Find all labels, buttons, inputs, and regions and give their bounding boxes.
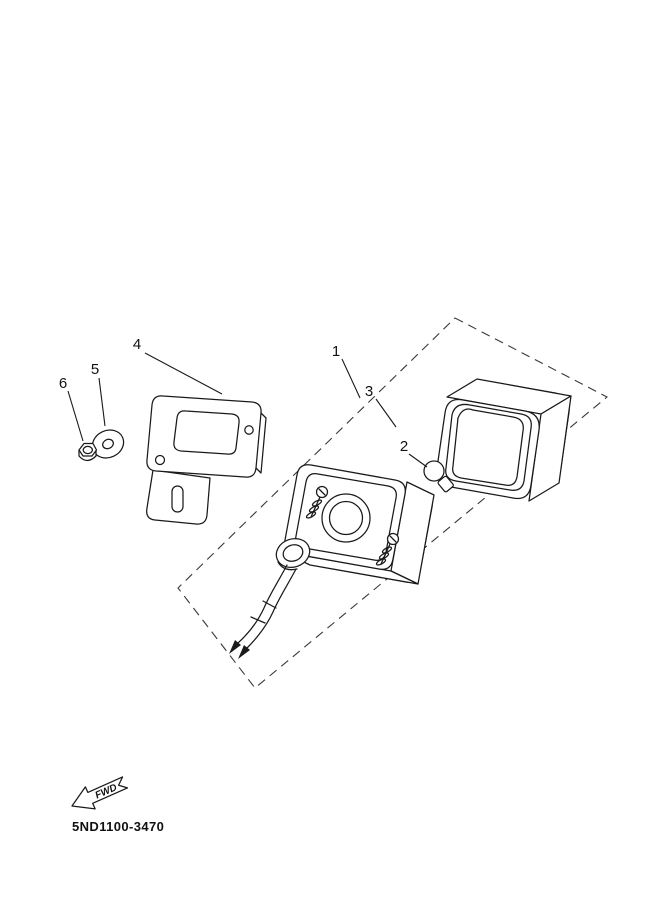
bracket-lower-flange — [146, 469, 211, 525]
bulb — [423, 460, 454, 493]
leader-lines — [67, 352, 428, 468]
screw-spring-coil — [378, 552, 390, 560]
washer-hole — [102, 438, 114, 450]
callout-2: 2 — [400, 438, 408, 455]
mounting-bracket — [146, 395, 267, 525]
callout-4: 4 — [133, 336, 141, 353]
housing-rim-outer — [284, 464, 406, 570]
nut-hole — [82, 445, 94, 455]
wire-tape-band — [262, 600, 277, 609]
part-code-text: 5ND1100-3470 — [72, 819, 164, 834]
bracket-cutout — [173, 410, 240, 455]
callout-3: 3 — [365, 383, 373, 400]
lens-front-rim-outer — [436, 398, 540, 500]
housing-screw-2 — [375, 532, 400, 566]
leader-2 — [408, 453, 428, 468]
fwd-arrow: FWD — [71, 776, 129, 810]
bracket-hole-right — [244, 425, 254, 435]
leader-3 — [375, 398, 397, 428]
leader-5 — [98, 377, 106, 427]
housing-rim-inner — [295, 473, 397, 561]
bulb-socket-and-wiring — [229, 537, 311, 659]
callout-6: 6 — [59, 375, 67, 392]
screw-spring-coil — [375, 558, 387, 566]
screw-spring-coil — [308, 505, 320, 513]
lens-unit — [436, 378, 572, 502]
callout-numbers: 1 2 3 4 5 6 — [59, 336, 408, 455]
fwd-arrow-label: FWD — [94, 782, 119, 801]
leader-1 — [341, 358, 361, 399]
nut-top — [78, 442, 98, 457]
wire-1 — [237, 564, 288, 644]
lens-face-line — [452, 408, 524, 486]
wire-terminal-2 — [238, 645, 250, 659]
leader-4 — [144, 352, 223, 395]
lens-front-rim-inner — [445, 403, 532, 491]
taillight-housing — [282, 464, 435, 585]
screw-spring-coil — [381, 546, 393, 554]
callout-1: 1 — [332, 343, 340, 360]
socket-flange — [275, 537, 311, 569]
wire-tape-band — [250, 616, 266, 624]
wire-terminal-1 — [229, 640, 241, 654]
housing-bulb-hole-outer — [321, 493, 371, 543]
callout-5: 5 — [91, 361, 99, 378]
screw-spring-coil — [311, 499, 323, 507]
screw-slot — [389, 535, 397, 543]
leader-6 — [67, 390, 84, 442]
fwd-arrow-outline — [71, 776, 129, 810]
socket-depth-line — [277, 561, 298, 571]
housing-screw-1 — [305, 485, 329, 519]
screw-spring-coil — [305, 511, 317, 519]
socket-body — [282, 544, 304, 562]
bracket-plate — [146, 395, 262, 478]
bulb-glass — [423, 460, 445, 482]
wire-2 — [246, 568, 297, 649]
housing-bulb-hole-inner — [328, 500, 364, 536]
bracket-edge-thickness — [255, 412, 267, 474]
screw-slot — [318, 488, 326, 496]
bulb-base — [437, 475, 454, 493]
nut — [78, 442, 98, 462]
bracket-hole-left — [154, 454, 166, 466]
bracket-slot — [171, 485, 184, 513]
